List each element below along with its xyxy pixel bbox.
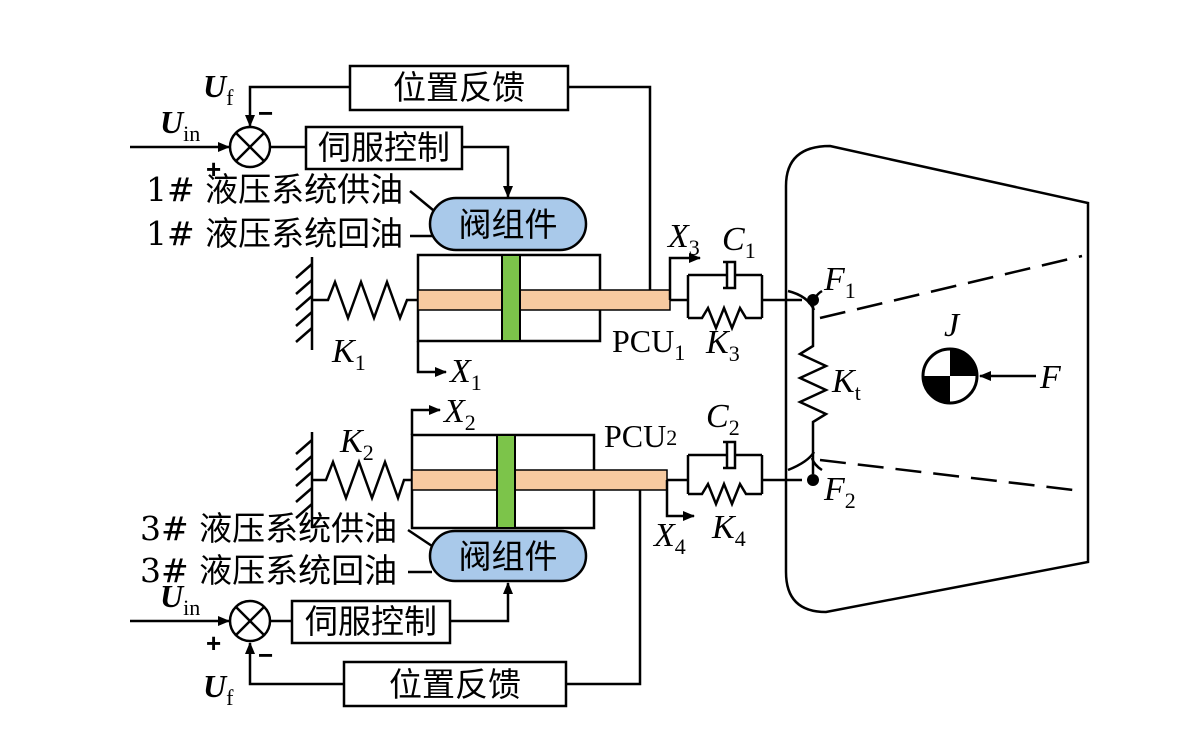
valve-assembly-bottom	[428, 529, 588, 583]
piston-rod-top	[417, 289, 671, 311]
node-f1	[807, 294, 819, 306]
sys3-return-label: 3# 液压系统回油	[140, 551, 397, 590]
kt-label: Kt	[831, 363, 861, 405]
j-label: J	[944, 307, 961, 344]
k2-label: K2	[339, 423, 374, 465]
damper-spring-top	[670, 260, 802, 332]
f1-label: F1	[823, 261, 856, 303]
surface-dash-top	[819, 254, 1083, 320]
valve-assembly-label-bottom: 阀组件	[459, 537, 558, 576]
feedback-line-bottom-left	[245, 642, 344, 686]
sys1-return-label: 1# 液压系统回油	[146, 214, 403, 253]
piston-top	[501, 254, 521, 342]
servo-to-valve-top	[462, 145, 513, 198]
k3-label: K3	[705, 324, 740, 366]
plus-sign-top: +	[206, 154, 221, 184]
inertia-symbol	[921, 347, 979, 405]
servo-control-label-bottom: 伺服控制	[305, 602, 437, 641]
uf-label-top: Uf	[203, 68, 234, 110]
x3-arrow	[668, 253, 701, 300]
position-feedback-label-bottom: 位置反馈	[389, 665, 521, 704]
feedback-line-bottom-right	[566, 490, 642, 686]
position-feedback-label-top: 位置反馈	[393, 68, 525, 107]
piston-rod-bottom	[411, 469, 668, 491]
attach-arc-bottom-left	[787, 451, 816, 472]
servo-control-box-bottom	[290, 599, 452, 645]
bottom-channel: X2 K2 PCU2 X4	[130, 393, 802, 710]
sys1-supply-label: 1# 液压系统供油	[146, 170, 403, 209]
k1-label: K1	[331, 333, 366, 375]
x4-label: X4	[652, 517, 686, 559]
servo-control-label-top: 伺服控制	[318, 128, 450, 167]
x3-label: X3	[666, 218, 700, 260]
surface-dash-bottom	[819, 458, 1083, 493]
servo-to-valve-bottom	[450, 582, 513, 623]
servo-control-box-top	[304, 125, 464, 171]
minus-sign-bottom: −	[258, 640, 273, 670]
pcu2-label: PCU2	[604, 418, 677, 454]
summing-junction-bottom	[228, 599, 272, 643]
feedback-line-top-left	[245, 85, 350, 127]
sys3-supply-label: 3# 液压系统供油	[140, 509, 397, 548]
piston-bottom	[496, 434, 516, 529]
control-surface: F1 F2 Kt J F	[784, 144, 1090, 614]
minus-sign-top: −	[258, 98, 273, 128]
x4-arrow	[665, 480, 695, 521]
x2-label: X2	[442, 393, 476, 435]
feedback-line-top-right	[568, 85, 652, 292]
summing-junction-top	[228, 125, 272, 169]
pcu1-label: PCU1	[612, 323, 685, 365]
wall-bottom	[295, 432, 314, 528]
surface-outline	[784, 144, 1090, 614]
spring-k2	[312, 458, 412, 502]
top-channel: Uin + − Uf 位置反馈 伺服控制 1# 液压系统供油 1# 液压系统回油…	[130, 64, 802, 395]
spring-k1	[312, 278, 418, 322]
k4-label: K4	[711, 509, 746, 551]
valve-assembly-label-top: 阀组件	[459, 205, 558, 244]
node-f2	[807, 474, 819, 486]
sys3-supply-line	[407, 528, 433, 548]
sys1-supply-line	[409, 190, 434, 211]
spring-kt	[797, 306, 829, 474]
wall-top	[295, 257, 314, 350]
uin-label-bottom: Uin	[160, 578, 200, 620]
x1-label: X1	[448, 353, 482, 395]
x1-arrow	[416, 341, 447, 377]
x2-arrow	[410, 405, 441, 435]
uin-label-top: Uin	[160, 104, 200, 146]
plus-sign-bottom: +	[206, 628, 221, 658]
f2-label: F2	[823, 471, 856, 513]
c1-label: C1	[722, 221, 756, 263]
damper-spring-bottom	[667, 440, 802, 508]
valve-assembly-top	[428, 196, 588, 252]
force-label: F	[1039, 359, 1062, 396]
c2-label: C2	[706, 398, 740, 440]
uf-label-bottom: Uf	[203, 668, 234, 710]
